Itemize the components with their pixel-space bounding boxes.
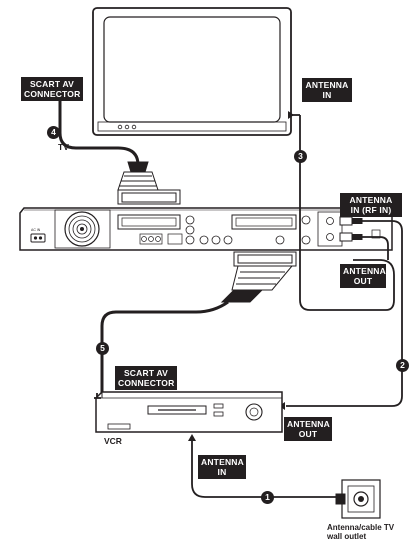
ac-in-label: AC IN [31, 228, 41, 232]
step-badge-4: 4 [47, 126, 60, 139]
vcr-unit [95, 391, 283, 433]
step-badge-1: 1 [261, 491, 274, 504]
step-badge-2: 2 [396, 359, 409, 372]
tv-label: TV [58, 142, 69, 152]
cable-3-antenna [299, 115, 395, 311]
cable-2-antenna [286, 220, 403, 407]
step-badge-5: 5 [96, 342, 109, 355]
cable-1-antenna [191, 440, 341, 498]
scart-plug-bottom [220, 251, 297, 303]
cable-4-scart [58, 112, 140, 166]
cable-5-scart [100, 300, 229, 398]
vcr-label: VCR [104, 436, 122, 446]
step-badge-3: 3 [294, 150, 307, 163]
scart-plug-top [117, 161, 181, 205]
wall-outlet [335, 479, 381, 519]
tv-set [92, 7, 292, 136]
recorder-back-panel [19, 207, 393, 251]
